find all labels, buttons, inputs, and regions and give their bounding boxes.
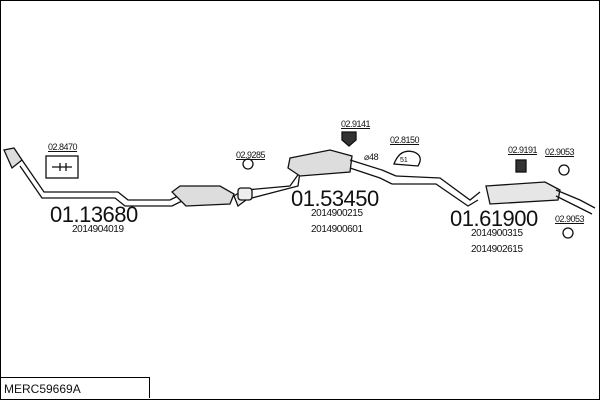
svg-text:51: 51 <box>400 157 408 164</box>
accessory-label: 02.9141 <box>341 119 371 129</box>
oe-number: 2014900215 <box>311 208 363 219</box>
part-number[interactable]: 01.61900 <box>450 206 538 231</box>
oe-number: 2014904019 <box>72 224 124 235</box>
rear-silencer-drawing <box>485 181 596 215</box>
accessory-label: 02.8150 <box>390 135 420 145</box>
front-pipe-drawing <box>3 147 247 208</box>
accessory-label: 02.9053 <box>545 147 575 157</box>
diagram-code: MERC59669A <box>0 377 150 398</box>
middle-silencer-drawing <box>237 149 481 207</box>
part-number[interactable]: 01.53450 <box>291 186 379 211</box>
diameter-label: ⌀48 <box>364 152 379 162</box>
part-number[interactable]: 01.13680 <box>50 202 138 227</box>
oe-number: 2014900315 <box>471 228 523 239</box>
accessory-label: 02.8470 <box>48 142 78 152</box>
oe-number: 2014902615 <box>471 244 523 255</box>
oe-number: 2014900601 <box>311 224 363 235</box>
accessory-label: 02.9285 <box>236 150 266 160</box>
accessory-label: 02.9191 <box>508 145 538 155</box>
accessory-label: 02.9053 <box>555 214 585 224</box>
accessory-icons: 51 <box>45 131 574 239</box>
